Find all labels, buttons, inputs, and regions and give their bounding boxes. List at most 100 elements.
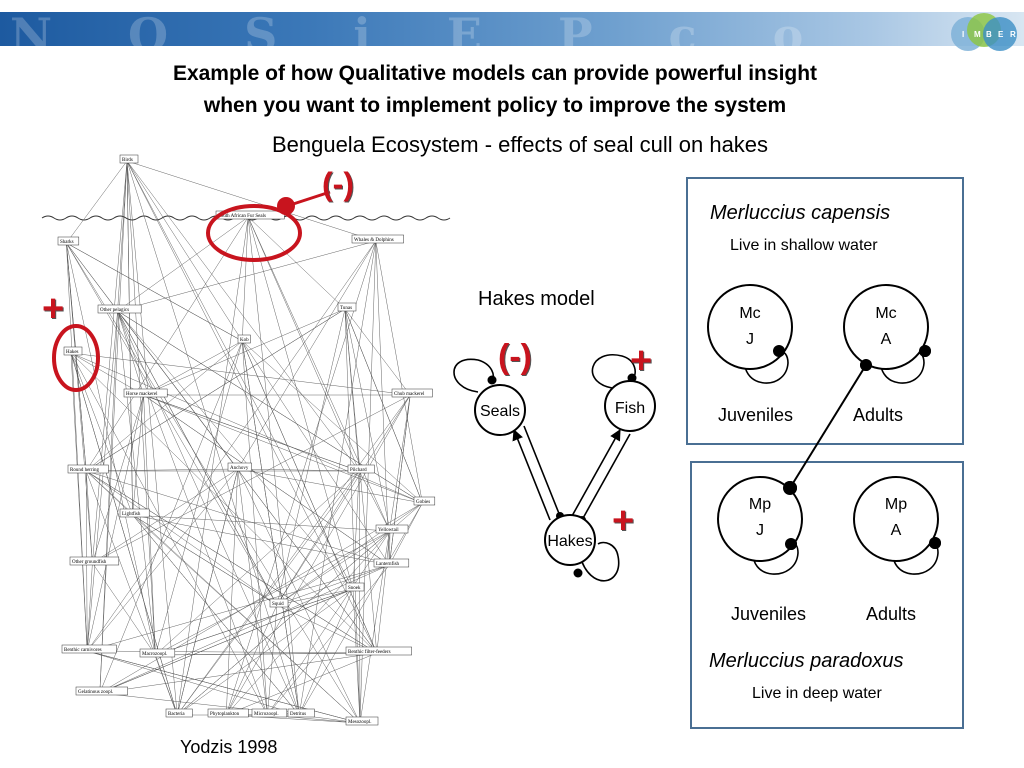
food-web-node-box — [227, 462, 252, 472]
food-web-node-box — [269, 598, 289, 608]
food-web-node-label: Bacteria — [168, 712, 185, 717]
slide-title-line-2: when you want to implement policy to imp… — [203, 94, 787, 117]
food-web-node-label: Round herring — [70, 468, 100, 473]
mp-adult-line1: Mp — [885, 496, 907, 513]
food-web-node-label: Macrozoopl. — [142, 652, 167, 657]
hakes-model-fish-sign: + — [630, 340, 653, 382]
food-web-node-label: Gobies — [416, 500, 430, 505]
food-web-node-box — [345, 716, 379, 726]
mc-juvenile-line2: J — [746, 331, 754, 348]
food-web-node-box — [119, 154, 139, 164]
food-web-node-box — [67, 464, 109, 474]
mp-adult-node — [853, 476, 939, 562]
food-web-node-label: Other pelagics — [100, 308, 129, 313]
mc-juvenile-node — [707, 284, 793, 370]
food-web-node-label: Snoek — [348, 586, 361, 591]
food-web-node-label: Hakes — [66, 350, 79, 355]
food-web-node-label: Whales & Dolphins — [354, 238, 394, 243]
food-web-node-box — [61, 644, 117, 654]
paradoxus-habitat: Live in deep water — [752, 685, 882, 702]
capensis-juveniles-label: Juveniles — [718, 405, 794, 425]
food-web-node-box — [119, 508, 150, 518]
food-web-node-box — [345, 646, 412, 656]
food-web-node-label: Other groundfish — [72, 560, 107, 565]
food-web-node-label: Pilchard — [350, 468, 367, 473]
logo-letter: R — [1010, 30, 1016, 39]
food-web-node-box — [373, 558, 410, 568]
food-web-node-label: Chub mackerel — [394, 392, 425, 397]
mp-juvenile-line1: Mp — [749, 496, 771, 513]
mp-juvenile-line2: J — [756, 522, 764, 539]
slide-title-line-1: Example of how Qualitative models can pr… — [172, 62, 818, 85]
mc-adult-line2: A — [881, 331, 892, 348]
food-web-node-label: Gelatinous zoopl. — [78, 690, 113, 695]
food-web-node-box — [207, 708, 249, 718]
food-web-node-label: Kob — [240, 338, 249, 343]
food-web-node-box — [215, 210, 285, 220]
seals-highlight-circle — [206, 204, 302, 262]
fish-node — [604, 380, 656, 432]
hakes-model-seals-sign: (-) — [498, 338, 532, 376]
food-web-node-label: Yellowtail — [378, 528, 399, 533]
hake-stage-diagram: Mc J Mc A Mp J Mp A — [707, 284, 941, 575]
slide-subtitle: Benguela Ecosystem - effects of seal cul… — [271, 132, 769, 157]
citation: Yodzis 1998 — [180, 737, 278, 757]
logo-letter: B — [986, 30, 992, 39]
hakes-model-diagram: Seals Fish Hakes — [453, 354, 656, 582]
food-web-node-box — [139, 648, 176, 658]
food-web-node-box — [63, 346, 83, 356]
food-web-node-label: Lightfish — [122, 512, 141, 517]
food-web-node-box — [237, 334, 251, 344]
food-web-node-label: Mesozoopl. — [348, 720, 371, 725]
food-web-node-box — [337, 302, 357, 312]
food-web-node-label: Phytoplankton — [210, 712, 240, 717]
food-web-node-label: South African Fur Seals — [218, 214, 266, 219]
mp-juvenile-node — [717, 476, 803, 562]
hakes-node-label: Hakes — [547, 533, 592, 550]
seals-node-label: Seals — [480, 403, 520, 420]
mc-adult-line1: Mc — [875, 305, 896, 322]
food-web-node-box — [69, 556, 120, 566]
food-web-node-label: Tunas — [340, 306, 352, 311]
fish-node-label: Fish — [615, 400, 645, 417]
food-web-node-label: Detritus — [290, 712, 306, 717]
capensis-species-name: Merluccius capensis — [710, 202, 891, 224]
food-web-node-box — [391, 388, 433, 398]
food-web-node-box — [165, 708, 193, 718]
food-web-node-box — [347, 464, 375, 474]
header-banner: N O S i E P c o — [0, 12, 1024, 46]
paradoxus-juveniles-label: Juveniles — [731, 604, 807, 624]
food-web-hakes-sign: + — [42, 288, 65, 330]
food-web-node-label: Birds — [122, 158, 133, 163]
food-web-node-label: Squid — [272, 602, 284, 607]
food-web-node-box — [75, 686, 128, 696]
food-web-node-label: Anchovy — [230, 466, 249, 471]
food-web-node-label: Sharks — [60, 240, 74, 245]
food-web-node-box — [345, 582, 365, 592]
food-web-node-box — [251, 708, 288, 718]
food-web-node-label: Horse mackerel — [126, 392, 158, 397]
capensis-habitat: Live in shallow water — [730, 237, 878, 254]
mc-juvenile-line1: Mc — [739, 305, 760, 322]
banner-watermark: N O S i E P c o — [10, 12, 834, 46]
logo-letter: E — [998, 30, 1004, 39]
food-web-node-box — [375, 524, 409, 534]
hakes-node — [544, 514, 596, 566]
hakes-highlight-circle — [52, 324, 100, 392]
food-web-node-box — [413, 496, 436, 506]
hakes-model-title: Hakes model — [478, 288, 595, 310]
logo-letter: I — [962, 30, 964, 39]
mp-adult-line2: A — [891, 522, 902, 539]
logo-letter: M — [974, 30, 981, 39]
food-web-seals-sign: (-) — [322, 166, 354, 202]
food-web-node-label: Benthic carnivores — [64, 648, 102, 653]
seals-pointer-dot — [277, 197, 295, 215]
food-web-node-box — [57, 236, 80, 246]
food-web-node-label: Lanternfish — [376, 562, 400, 567]
hakes-model-hakes-sign: + — [612, 500, 635, 542]
mc-adult-node — [843, 284, 929, 370]
food-web-node-box — [97, 304, 142, 314]
food-web-node-label: Benthic filter-feeders — [348, 650, 391, 655]
